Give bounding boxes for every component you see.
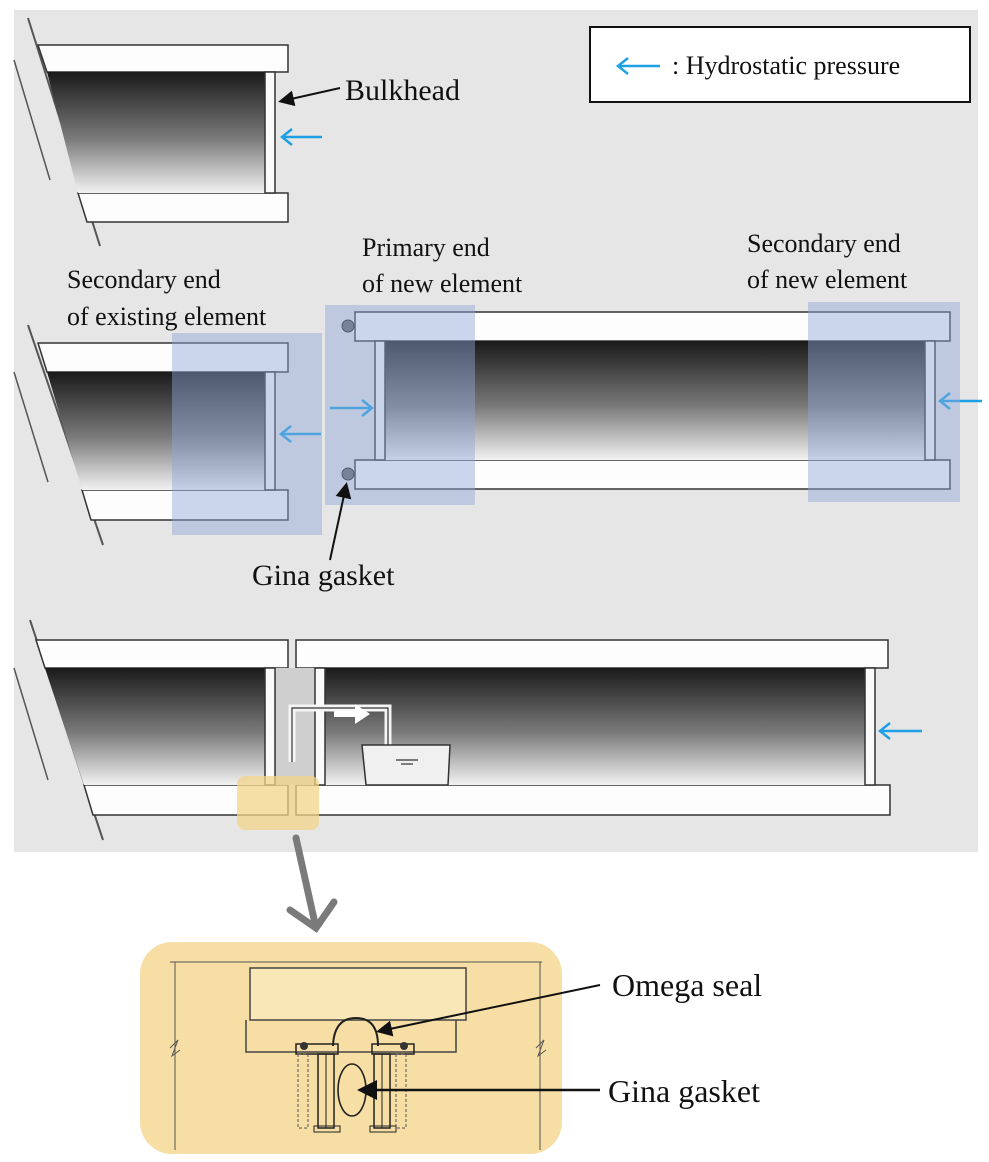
- stage3-pressure-arrow: [877, 722, 922, 740]
- secondary-pressure-arrow: [937, 392, 982, 410]
- omega-seal-shape: [332, 1016, 379, 1047]
- secondary-end-label-line1: Secondary end: [747, 229, 901, 258]
- bulkhead: [264, 71, 276, 194]
- joint-highlight: [237, 776, 319, 830]
- primary-end-highlight: [325, 305, 475, 505]
- bulkhead-label: Bulkhead: [345, 74, 460, 107]
- existing-end-label-line2: of existing element: [67, 302, 267, 331]
- flow-direction-icon: [334, 704, 370, 724]
- stage2-gina-label: Gina gasket: [252, 559, 395, 592]
- existing-end-highlight: [172, 333, 322, 535]
- secondary-end-label-line2: of new element: [747, 265, 908, 294]
- gina-gasket-top-icon: [341, 319, 355, 333]
- hydrostatic-arrow-icon: [615, 57, 660, 75]
- legend-label: : Hydrostatic pressure: [672, 51, 900, 80]
- secondary-end-highlight: [808, 302, 960, 502]
- gina-gasket-bottom-icon: [341, 467, 355, 481]
- stage3-joined-elements: [13, 619, 922, 841]
- legend-box: : Hydrostatic pressure: [589, 26, 971, 103]
- primary-pressure-arrow: [330, 399, 375, 417]
- existing-end-label-line1: Secondary end: [67, 265, 221, 294]
- stage2-new-element: [330, 311, 982, 490]
- detail-pointer-arrow: [286, 834, 338, 933]
- drain-tank: [361, 744, 451, 786]
- stage2-existing-element: [13, 324, 321, 546]
- stage2-labels: Secondary end of existing element Primar…: [67, 229, 908, 331]
- detail-gina-label: Gina gasket: [608, 1073, 760, 1109]
- primary-end-label-line2: of new element: [362, 269, 523, 298]
- primary-end-label-line1: Primary end: [362, 233, 490, 262]
- detail-view: [140, 942, 562, 1154]
- stage1-existing-element: Bulkhead: [13, 17, 460, 247]
- omega-seal-label: Omega seal: [612, 967, 762, 1003]
- stage1-pressure-arrow: [279, 128, 322, 146]
- existing-pressure-arrow: [278, 425, 321, 443]
